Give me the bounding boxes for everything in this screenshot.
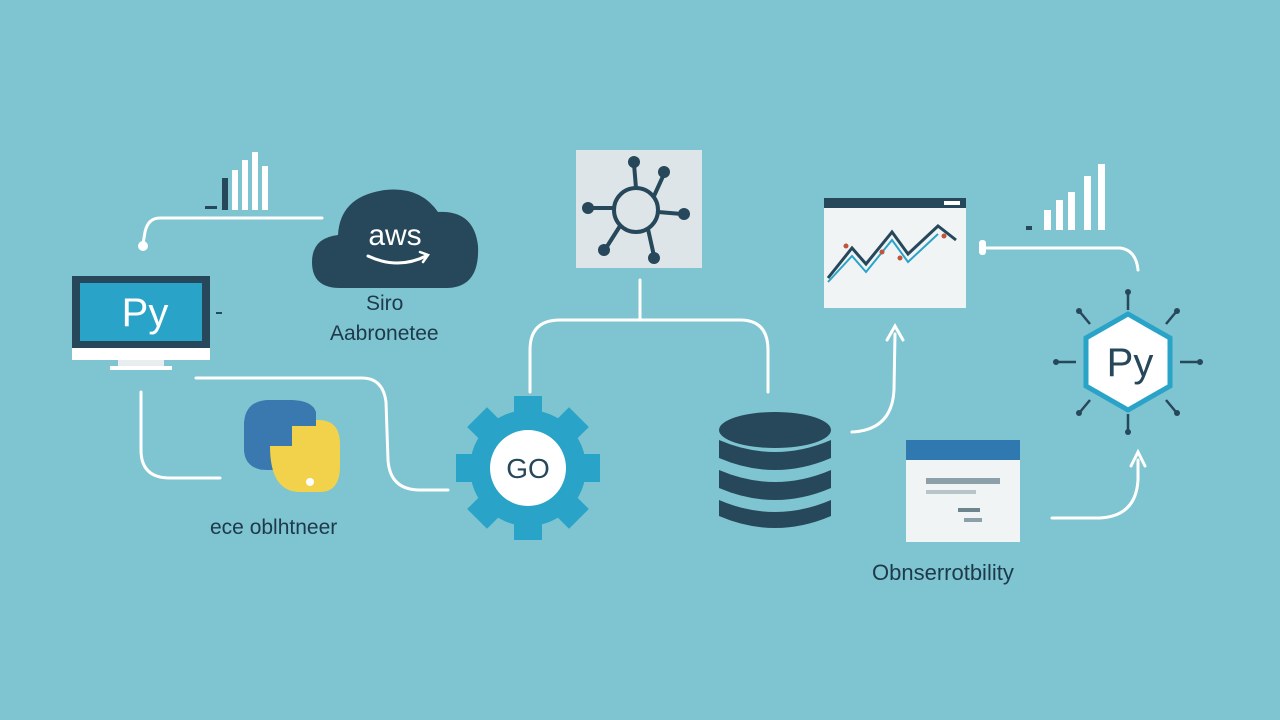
bar-chart-icon [205, 152, 268, 210]
database-icon [719, 412, 831, 528]
python-monitor-icon: Py [72, 276, 222, 370]
connector-endpoint [138, 241, 148, 251]
connector-hub-branch [528, 318, 770, 394]
aws-caption-line1: Siro [366, 292, 404, 315]
python-hexagon-icon: Py [1053, 289, 1203, 435]
aws-cloud-icon: aws [312, 189, 479, 288]
python-logo-icon [244, 400, 340, 492]
aws-logo-text: aws [368, 219, 421, 252]
connector-db-to-chart [850, 332, 897, 434]
gear-go-text: GO [506, 453, 550, 484]
observability-caption: Obnserrotbility [872, 560, 1014, 585]
connector-monitor-to-gear [194, 376, 450, 492]
hex-py-text: Py [1107, 341, 1154, 385]
monitor-py-text: Py [122, 291, 169, 335]
bar-chart-icon [1026, 164, 1105, 230]
arrowhead [1129, 448, 1147, 468]
connector-aws-to-monitor [141, 216, 324, 246]
connectors [138, 216, 1147, 520]
arrowhead [885, 322, 905, 342]
gear-icon: GO [456, 396, 600, 540]
connector-dash-to-hex [1050, 458, 1140, 520]
aws-smile [366, 254, 428, 265]
connector-monitor-to-python [139, 390, 222, 480]
connector-chart-to-hex [984, 246, 1140, 272]
network-hub-icon [576, 150, 702, 268]
dashboard-window-icon [906, 440, 1020, 542]
python-caption: ece oblhtneer [210, 516, 338, 539]
line-chart-window-icon [824, 198, 966, 308]
aws-caption-line2: Aabronetee [330, 322, 439, 345]
connector-endpoint [979, 240, 986, 255]
